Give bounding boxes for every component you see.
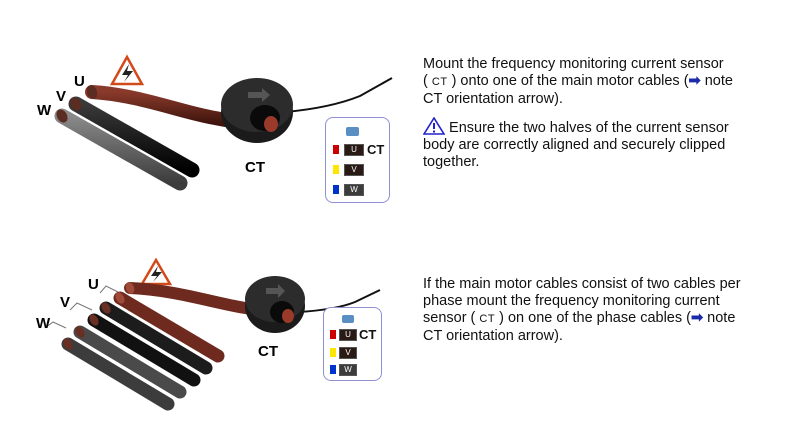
tag-v: V [339, 347, 357, 359]
high-voltage-warning-icon [139, 257, 173, 286]
tag-u: U [344, 144, 364, 156]
label-ct: CT [245, 159, 265, 176]
chip-w [330, 365, 336, 374]
tag-v: V [344, 164, 364, 176]
cable-w [54, 108, 188, 191]
arrow-right-icon: ➡ [688, 73, 701, 89]
illustration-double-cables: U V W CT [36, 257, 381, 411]
instruction-line: body are correctly aligned and securely … [423, 137, 726, 153]
instruction-line: ( CT ) onto one of the main motor cables… [423, 73, 783, 91]
cable-v [68, 96, 200, 178]
tag-u: U [339, 329, 357, 341]
label-w: W [37, 102, 52, 119]
current-sensor-ct [221, 78, 293, 143]
cable-u2 [113, 291, 225, 363]
instruction-two-cables: If the main motor cables consist of two … [423, 276, 783, 345]
instruction-mount-ct: Mount the frequency monitoring current s… [423, 56, 783, 108]
instruction-fragment: Ensure the two halves of the current sen… [449, 120, 729, 136]
instruction-ensure-aligned: Ensure the two halves of the current sen… [422, 116, 783, 171]
instruction-fragment: ) on one of the phase cables ( [499, 310, 691, 326]
instruction-line: If the main motor cables consist of two … [423, 276, 741, 292]
chip-v [330, 348, 336, 357]
instruction-line: together. [423, 154, 480, 170]
monitor-terminal-box: U CT V W [323, 307, 382, 381]
orientation-arrow-icon [248, 88, 270, 102]
ct-inline: CT [431, 76, 448, 88]
instruction-fragment: sensor ( [423, 310, 476, 326]
box-ct-label: CT [367, 142, 385, 157]
illustration-single-cables: W V U CT [37, 54, 393, 191]
ct-inline: CT [479, 313, 496, 325]
instruction-line: phase mount the frequency monitoring cur… [423, 293, 720, 309]
tag-w: W [344, 184, 364, 196]
info-warning-icon [422, 116, 446, 135]
instruction-fragment: ) onto one of the main motor cables ( [451, 73, 689, 89]
high-voltage-warning-icon [109, 54, 145, 86]
instruction-line: Ensure the two halves of the current sen… [422, 116, 783, 137]
tag-w: W [339, 364, 357, 376]
cable-v1 [99, 301, 213, 375]
chip-w [333, 185, 339, 194]
ct-signal-wire [284, 77, 393, 113]
orientation-arrow-icon [266, 284, 285, 298]
instruction-fragment: note [700, 73, 733, 89]
motor-icon [342, 315, 354, 323]
motor-icon [346, 127, 359, 136]
current-sensor-ct [245, 276, 305, 333]
label-w: W [36, 315, 51, 332]
instruction-line: Mount the frequency monitoring current s… [423, 56, 724, 72]
instruction-line: sensor ( CT ) on one of the phase cables… [423, 310, 783, 328]
arrow-right-icon: ➡ [690, 310, 704, 326]
instruction-line: CT orientation arrow). [423, 328, 563, 344]
chip-u [333, 145, 339, 154]
cable-v2 [87, 313, 201, 387]
cable-w1 [73, 325, 187, 399]
label-u: U [88, 276, 99, 293]
box-ct-label: CT [359, 327, 377, 342]
instruction-fragment: note [703, 310, 736, 326]
label-v: V [60, 294, 70, 311]
monitor-terminal-box: U CT V W [325, 117, 390, 203]
chip-u [330, 330, 336, 339]
label-v: V [56, 88, 66, 105]
label-u: U [74, 73, 85, 90]
instruction-line: CT orientation arrow). [423, 91, 563, 107]
chip-v [333, 165, 339, 174]
cable-w2 [61, 337, 175, 411]
paren: ( [423, 73, 428, 89]
label-ct: CT [258, 343, 278, 360]
